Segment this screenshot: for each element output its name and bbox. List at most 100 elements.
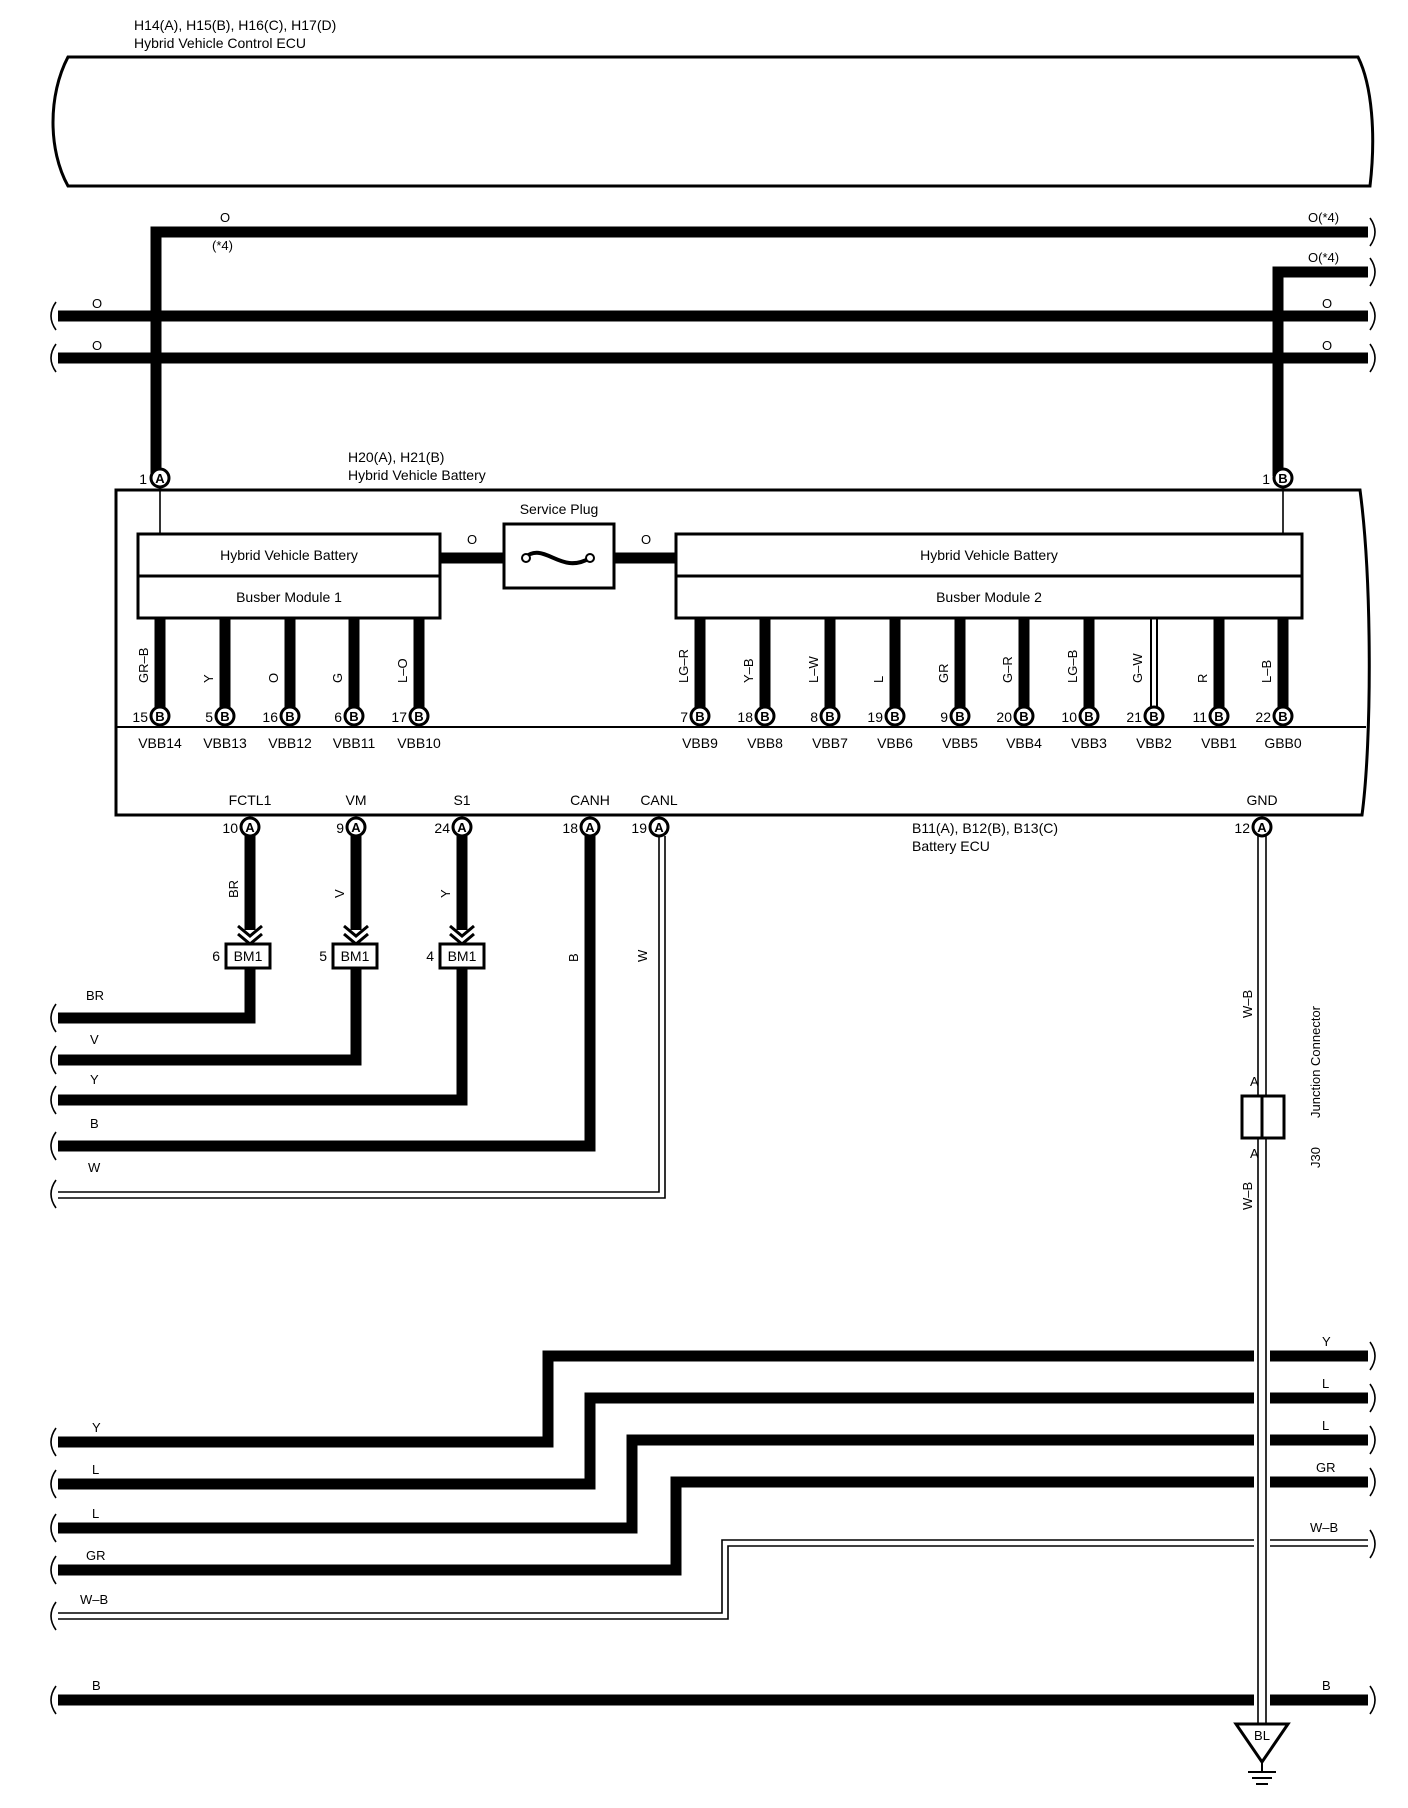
svg-text:1: 1 [1262, 471, 1270, 487]
left-wire-w: W [88, 1160, 101, 1175]
svg-text:11: 11 [1192, 709, 1207, 725]
svg-text:GND: GND [1246, 792, 1277, 808]
busbar-pin-group: B15GR–BVBB14B5YVBB13B16OVBB12B6GVBB11B17… [132, 618, 1302, 751]
svg-text:B: B [1278, 471, 1287, 486]
svg-text:B: B [760, 709, 769, 724]
svg-text:VBB3: VBB3 [1071, 735, 1107, 751]
bottom-left-l1: L [92, 1462, 99, 1477]
busbar-module-1: Hybrid Vehicle Battery Busber Module 1 [136, 532, 442, 620]
svg-text:A: A [1250, 1146, 1259, 1161]
svg-text:VBB5: VBB5 [942, 735, 978, 751]
svg-text:B: B [1019, 709, 1028, 724]
svg-text:FCTL1: FCTL1 [229, 792, 272, 808]
svg-text:B: B [414, 709, 423, 724]
svg-text:18: 18 [562, 820, 578, 836]
svg-text:VBB12: VBB12 [268, 735, 312, 751]
svg-text:A: A [245, 820, 255, 835]
svg-text:21: 21 [1126, 709, 1142, 725]
svg-text:GR–B: GR–B [136, 648, 151, 683]
battery-ecu-connectors: B11(A), B12(B), B13(C) [912, 820, 1058, 836]
svg-text:BR: BR [226, 880, 241, 898]
svg-text:S1: S1 [453, 792, 470, 808]
junction-name: J30 [1308, 1147, 1323, 1168]
wire-label-o-second-right: O(*4) [1308, 250, 1339, 265]
svg-text:1: 1 [139, 471, 147, 487]
svg-text:G–W: G–W [1130, 653, 1145, 683]
svg-text:12: 12 [1234, 820, 1250, 836]
block-right-bottom: Busber Module 2 [936, 589, 1042, 605]
plug-left-color: O [467, 532, 477, 547]
svg-text:VBB2: VBB2 [1136, 735, 1172, 751]
svg-text:10: 10 [222, 820, 238, 836]
hv-ecu-connectors: H14(A), H15(B), H16(C), H17(D) [134, 17, 336, 33]
wire-note-4: (*4) [212, 238, 233, 253]
svg-text:B: B [1278, 709, 1287, 724]
left-wire-br: BR [86, 988, 104, 1003]
svg-text:10: 10 [1061, 709, 1077, 725]
svg-text:BL: BL [1254, 1728, 1270, 1743]
bm1-connector-3: BM1 4 [426, 942, 486, 970]
bottom-right-l2: L [1322, 1418, 1329, 1433]
svg-text:15: 15 [132, 709, 148, 725]
svg-text:VBB4: VBB4 [1006, 735, 1042, 751]
bottom-right-y: Y [1322, 1334, 1331, 1349]
svg-text:B: B [155, 709, 164, 724]
pin-1b: B 1 [1262, 467, 1294, 489]
svg-text:O: O [266, 673, 281, 683]
svg-text:L–O: L–O [395, 658, 410, 683]
svg-text:L–B: L–B [1259, 660, 1274, 683]
left-wire-y: Y [90, 1072, 99, 1087]
svg-text:16: 16 [262, 709, 278, 725]
svg-text:Y: Y [438, 889, 453, 898]
svg-text:24: 24 [434, 820, 450, 836]
svg-text:VBB9: VBB9 [682, 735, 718, 751]
wire-label-o-right-2: O [1322, 338, 1332, 353]
svg-text:19: 19 [631, 820, 647, 836]
svg-text:A: A [351, 820, 361, 835]
svg-text:8: 8 [810, 709, 818, 725]
ground-bl: BL [1233, 1722, 1291, 1785]
service-plug: Service Plug O O [440, 501, 676, 590]
svg-text:VBB13: VBB13 [203, 735, 247, 751]
battery-ecu-name: Battery ECU [912, 838, 990, 854]
svg-text:17: 17 [391, 709, 407, 725]
hv-ecu-name: Hybrid Vehicle Control ECU [134, 35, 306, 51]
plug-right-color: O [641, 532, 651, 547]
left-wire-b: B [90, 1116, 99, 1131]
svg-text:W: W [635, 949, 650, 962]
svg-text:B: B [825, 709, 834, 724]
svg-text:19: 19 [867, 709, 883, 725]
svg-text:22: 22 [1255, 709, 1271, 725]
bm1-wires [50, 836, 666, 1209]
svg-text:VBB14: VBB14 [138, 735, 182, 751]
svg-text:BM1: BM1 [341, 948, 370, 964]
svg-text:B: B [695, 709, 704, 724]
bottom-left-wb: W–B [80, 1592, 108, 1607]
svg-text:VBB7: VBB7 [812, 735, 848, 751]
bottom-right-gr: GR [1316, 1460, 1336, 1475]
svg-text:B: B [890, 709, 899, 724]
svg-text:6: 6 [212, 948, 220, 964]
svg-text:A: A [1250, 1074, 1259, 1089]
svg-text:9: 9 [336, 820, 344, 836]
svg-text:4: 4 [426, 948, 434, 964]
bm1-connector-2: BM1 5 [319, 942, 379, 970]
svg-text:B: B [566, 953, 581, 962]
wire-label-o-right-1: O [1322, 296, 1332, 311]
svg-text:A: A [1257, 820, 1267, 835]
svg-text:B: B [1084, 709, 1093, 724]
svg-text:6: 6 [334, 709, 342, 725]
svg-text:Y: Y [201, 674, 216, 683]
block-left-top: Hybrid Vehicle Battery [220, 547, 358, 563]
